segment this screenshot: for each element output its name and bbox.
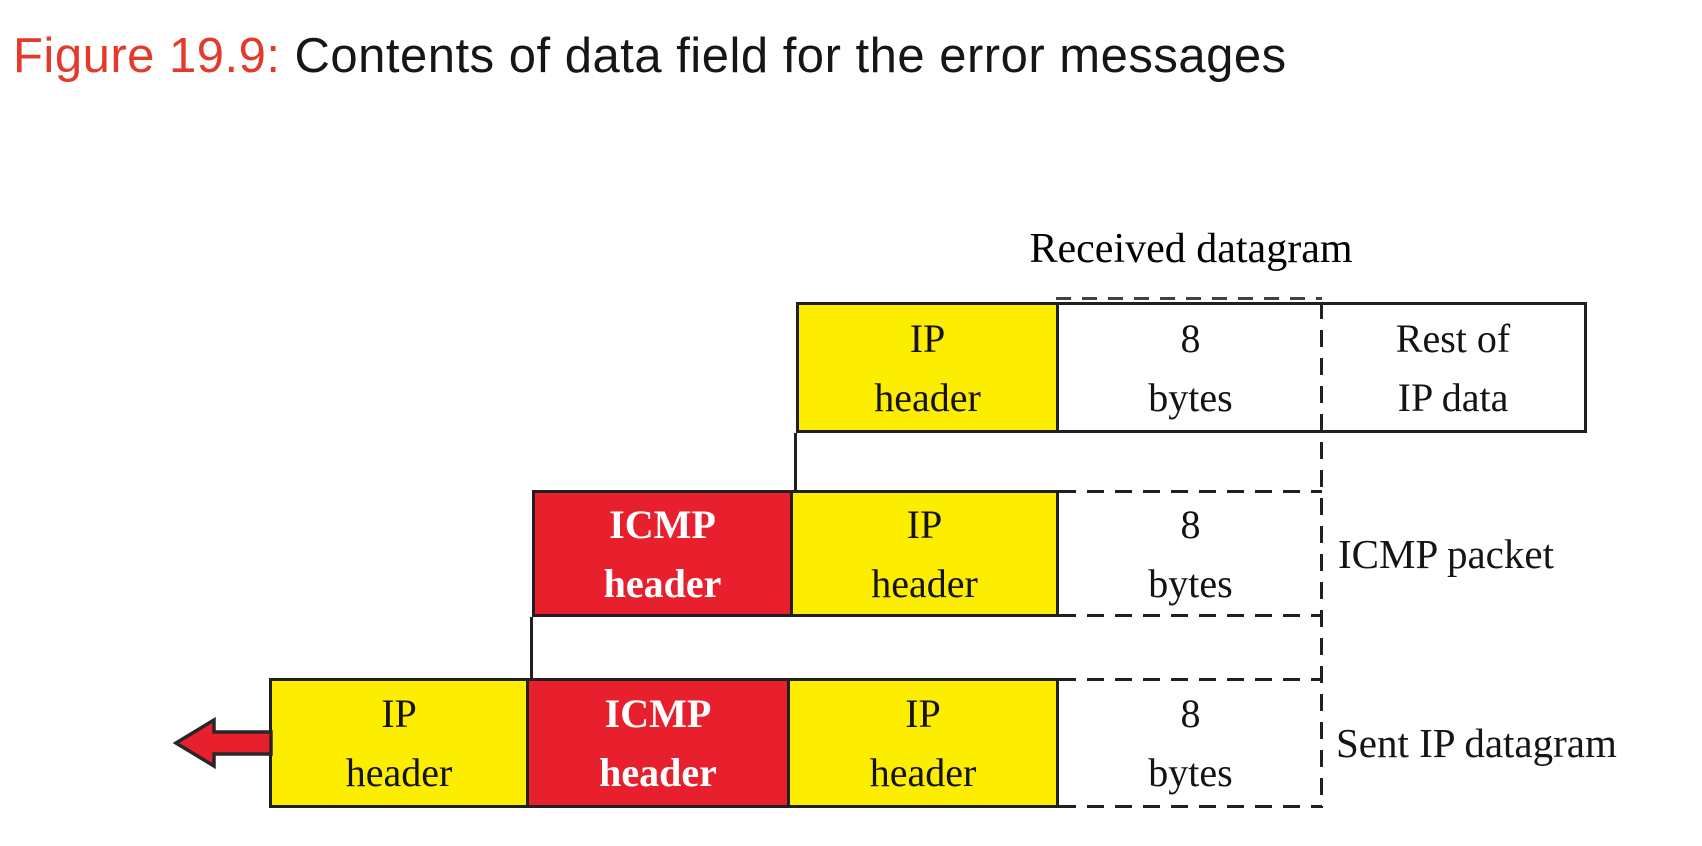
cell-line2: header (345, 750, 453, 795)
figure-number: Figure 19.9: (13, 29, 281, 83)
row2-8-bytes-dashed-cell: 8 bytes (1059, 490, 1322, 617)
cell-line2: header (871, 560, 978, 606)
row1-rest-of-ip-data-cell: Rest of IP data (1322, 305, 1584, 430)
received-datagram-row: IP header 8 bytes Rest of IP data (796, 302, 1587, 433)
row2-dashed-bottom-line (1059, 614, 1322, 617)
icmp-packet-label: ICMP packet (1338, 530, 1554, 577)
row3-ip-header-cell-2: IP header (790, 681, 1056, 805)
cell-line1: ICMP (609, 501, 716, 547)
icmp-packet-row: ICMP header IP header (532, 490, 1059, 617)
sent-direction-arrow-icon (172, 716, 273, 770)
sent-ip-datagram-row: IP header ICMP header IP header (269, 678, 1059, 808)
row1-dashed-top-line (1056, 297, 1322, 300)
row3-dashed-top-line (1059, 678, 1322, 681)
cell-line2: bytes (1148, 750, 1233, 795)
row2-icmp-header-cell: ICMP header (535, 493, 793, 614)
connector-line-row1-row2 (794, 433, 797, 490)
cell-line1: 8 (1180, 691, 1201, 736)
row3-ip-header-cell: IP header (272, 681, 529, 805)
row1-8-bytes-cell: 8 bytes (1059, 305, 1322, 430)
row3-8-bytes-dashed-cell: 8 bytes (1059, 678, 1322, 808)
cell-line2: bytes (1148, 374, 1233, 420)
cell-line1: 8 (1180, 315, 1201, 361)
cell-line2: bytes (1148, 560, 1233, 606)
row3-icmp-header-cell: ICMP header (529, 681, 790, 805)
dashed-vertical-line (1320, 302, 1323, 808)
received-datagram-label: Received datagram (1029, 226, 1353, 272)
cell-line2: header (603, 560, 722, 606)
cell-line2: header (599, 750, 717, 795)
cell-line1: IP (905, 691, 941, 736)
row2-dashed-top-line (1059, 490, 1322, 493)
cell-line2: header (874, 374, 981, 420)
row1-ip-header-cell: IP header (799, 305, 1059, 430)
cell-line1: Rest of (1395, 315, 1511, 361)
cell-line2: IP data (1397, 374, 1509, 420)
cell-line1: IP (381, 691, 417, 736)
cell-line2: header (869, 750, 977, 795)
row2-ip-header-cell: IP header (793, 493, 1056, 614)
figure-caption: Contents of data field for the error mes… (294, 29, 1287, 83)
cell-line1: 8 (1180, 501, 1201, 547)
figure-title: Figure 19.9:Contents of data field for t… (13, 26, 1287, 86)
cell-line1: IP (909, 315, 946, 361)
sent-ip-datagram-label: Sent IP datagram (1336, 720, 1617, 766)
connector-line-row2-row3 (530, 617, 533, 678)
cell-line1: IP (906, 501, 943, 547)
row3-dashed-bottom-line (1059, 805, 1322, 808)
cell-line1: ICMP (604, 691, 712, 736)
